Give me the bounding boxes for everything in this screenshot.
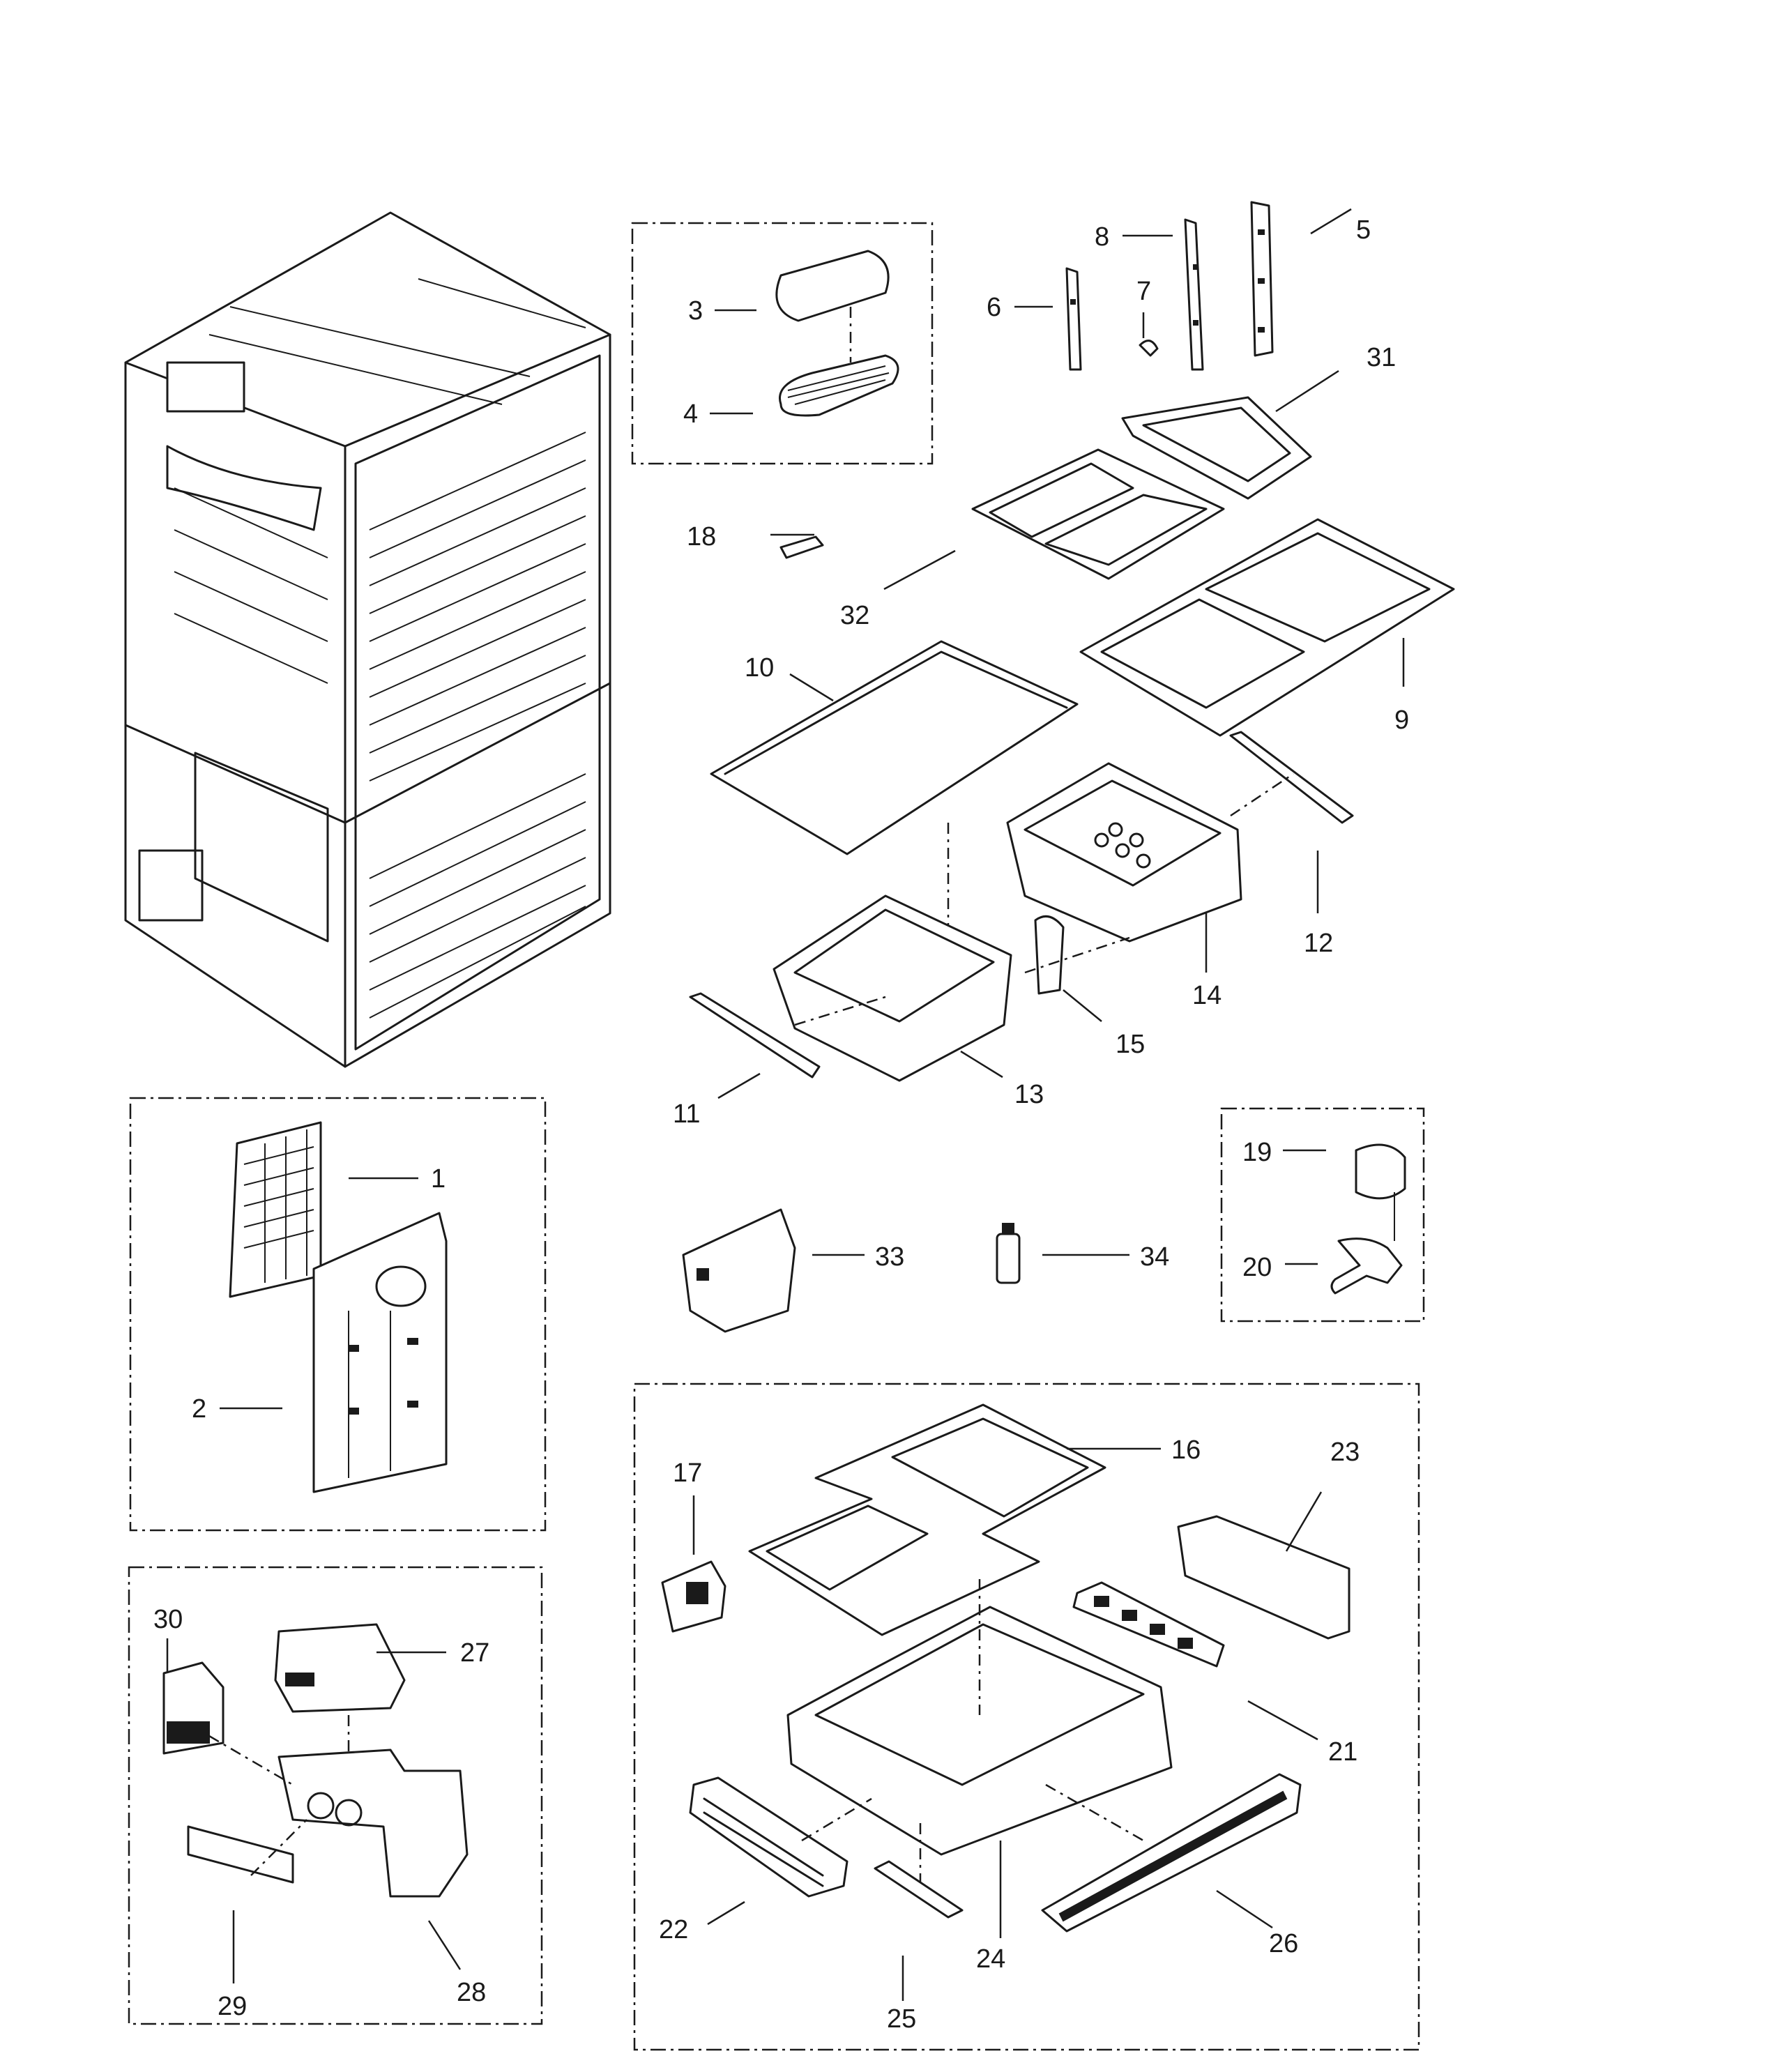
callout-17: 17 [673,1458,702,1488]
callout-26: 26 [1269,1929,1298,1958]
callout-9: 9 [1394,706,1409,735]
small-shelf-31 [1121,396,1312,500]
callout-5: 5 [1356,215,1371,245]
misc-parts [682,535,1021,1333]
callout-23: 23 [1330,1438,1360,1467]
leader-lines [166,208,1405,2001]
freezer-drawer-24 [786,1579,1173,1856]
freezer-drawer-group-box [633,1382,1420,2051]
callout-28: 28 [457,1978,486,2007]
valve-parts [1330,1143,1406,1295]
shelf-32 [971,448,1225,580]
refrigerator-cabinet [124,211,611,1068]
callout-29: 29 [218,1992,247,2021]
ice-maker-group-box [128,1566,543,2025]
freezer-shelf-16 [748,1403,1106,1636]
callout-labels: 1 2 3 4 5 6 7 8 9 10 11 12 13 14 15 16 1… [153,215,1409,2034]
callout-21: 21 [1328,1737,1357,1767]
callout-10: 10 [745,653,774,683]
egg-tray-group-box [631,222,934,465]
callout-34: 34 [1140,1242,1169,1272]
callout-30: 30 [153,1605,183,1634]
callout-33: 33 [875,1242,904,1272]
crisper-drawer-13 [773,894,1012,1082]
shelf-rails [1065,201,1274,371]
callout-31: 31 [1367,343,1396,372]
callout-20: 20 [1242,1253,1272,1282]
callout-22: 22 [659,1915,688,1944]
egg-tray-cover [775,250,899,417]
callout-8: 8 [1095,222,1109,252]
shelf-10 [710,640,1079,855]
shelf-9 [1079,518,1455,737]
evaporator-assembly [229,1121,322,1298]
callout-18: 18 [687,522,716,551]
callout-2: 2 [192,1394,206,1424]
callout-24: 24 [976,1944,1005,1974]
callout-19: 19 [1242,1138,1272,1167]
callout-15: 15 [1116,1030,1145,1059]
valve-group-box [1220,1107,1425,1323]
callout-3: 3 [688,296,703,326]
callout-6: 6 [987,293,1001,322]
callout-11: 11 [673,1099,700,1129]
callout-16: 16 [1171,1435,1201,1465]
evaporator-cover-group-box [129,1097,547,1532]
callout-1: 1 [431,1164,446,1194]
callout-25: 25 [887,2004,916,2034]
callout-27: 27 [460,1638,489,1668]
crisper-drawer-14 [1006,762,1242,943]
callout-12: 12 [1304,929,1333,958]
ice-maker-parts [162,1623,469,1898]
callout-7: 7 [1136,277,1151,306]
callout-13: 13 [1014,1080,1044,1109]
callout-14: 14 [1192,981,1222,1010]
freezer-side-parts [661,1515,1350,1933]
drawer-slide-rails [689,731,1354,1079]
evaporator-cover-panel [312,1212,448,1493]
callout-4: 4 [683,399,698,429]
callout-32: 32 [840,601,869,630]
